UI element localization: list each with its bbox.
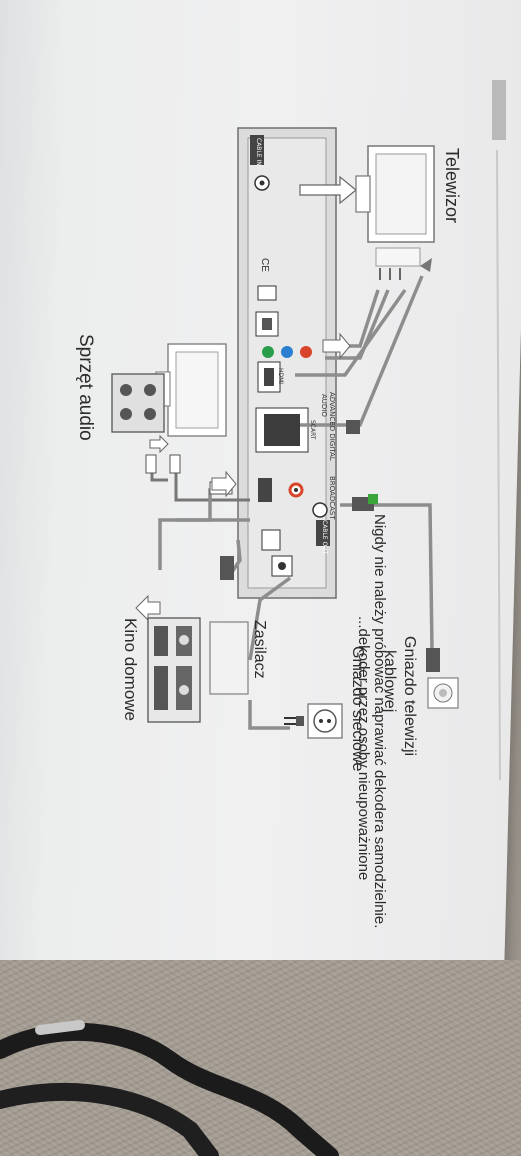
note-line-2: ...dekoder przez osoby nieupoważnione bbox=[355, 616, 372, 881]
cable-out-port bbox=[312, 502, 328, 518]
label-audio: Sprzęt audio bbox=[75, 334, 96, 441]
optical-port bbox=[261, 529, 281, 551]
connection-diagram: CE bbox=[111, 80, 506, 781]
cable-in-tag bbox=[250, 135, 264, 165]
usb-port bbox=[257, 285, 277, 301]
label-tv: Telewizor bbox=[442, 148, 462, 224]
device-label-audio: AUDIO bbox=[320, 394, 328, 417]
device-label-hdmi: HDMI bbox=[277, 368, 284, 385]
device-label-cable-out: CABLE OUT bbox=[321, 520, 328, 555]
port-arrows bbox=[135, 332, 351, 622]
cable-plug-2 bbox=[426, 648, 440, 672]
second-tv-illustration bbox=[155, 343, 227, 437]
device-label-cable-in: CABLE IN bbox=[255, 138, 262, 166]
label-home-cinema: Kino domowe bbox=[121, 618, 140, 722]
power-supply-box bbox=[209, 621, 249, 695]
device-label-scart: SCART bbox=[309, 420, 316, 440]
rca-blue bbox=[281, 346, 293, 358]
decoder-device: CE bbox=[237, 127, 337, 599]
rca-green bbox=[262, 346, 274, 358]
audio-equipment bbox=[111, 373, 250, 502]
carpet-background bbox=[0, 960, 521, 1156]
rca-red bbox=[300, 346, 312, 358]
note-line-1: Nigdy nie należy próbować naprawiać deko… bbox=[371, 514, 388, 929]
label-cable-socket: Gniazdo telewizji bbox=[401, 636, 418, 757]
device-label-broadcast: BROADCAST bbox=[328, 476, 336, 520]
label-power-supply: Zasilacz bbox=[251, 620, 268, 679]
page-edge-line bbox=[496, 149, 501, 781]
device-label-advanced: ADVANCED DIGITAL bbox=[328, 392, 336, 461]
tv-arrow bbox=[299, 175, 357, 205]
cable-wall-socket bbox=[427, 677, 459, 709]
page-edge-mark bbox=[492, 80, 506, 140]
note-bullet bbox=[368, 494, 378, 504]
power-wall-socket bbox=[284, 703, 343, 739]
home-cinema-equipment bbox=[147, 617, 201, 723]
tv-illustration bbox=[355, 145, 435, 280]
svg-text:CE: CE bbox=[259, 258, 270, 272]
black-power-cable bbox=[0, 1020, 339, 1156]
